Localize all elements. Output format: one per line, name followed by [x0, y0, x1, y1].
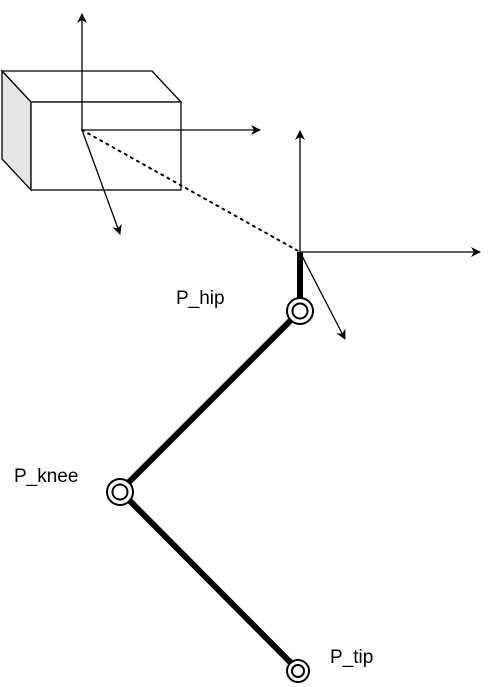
tip-joint	[286, 659, 310, 683]
box-frame-y-axis	[81, 129, 122, 235]
shin-link	[117, 488, 301, 673]
box-top-face	[0, 70, 183, 103]
box-frame	[77, 13, 261, 235]
leg-frame-y-axis	[299, 251, 346, 340]
knee-label: P_knee	[14, 466, 79, 487]
body-box	[0, 69, 183, 192]
tip-label: P_tip	[330, 647, 374, 668]
leg-frame	[295, 130, 481, 340]
leg-links	[117, 252, 303, 673]
box-front-face	[30, 101, 182, 191]
hip-joint	[286, 297, 314, 325]
thigh-link	[117, 308, 303, 494]
hip-label: P_hip	[176, 288, 225, 309]
frame-offset-dotted-line	[81, 129, 301, 253]
knee-joint	[106, 478, 134, 506]
